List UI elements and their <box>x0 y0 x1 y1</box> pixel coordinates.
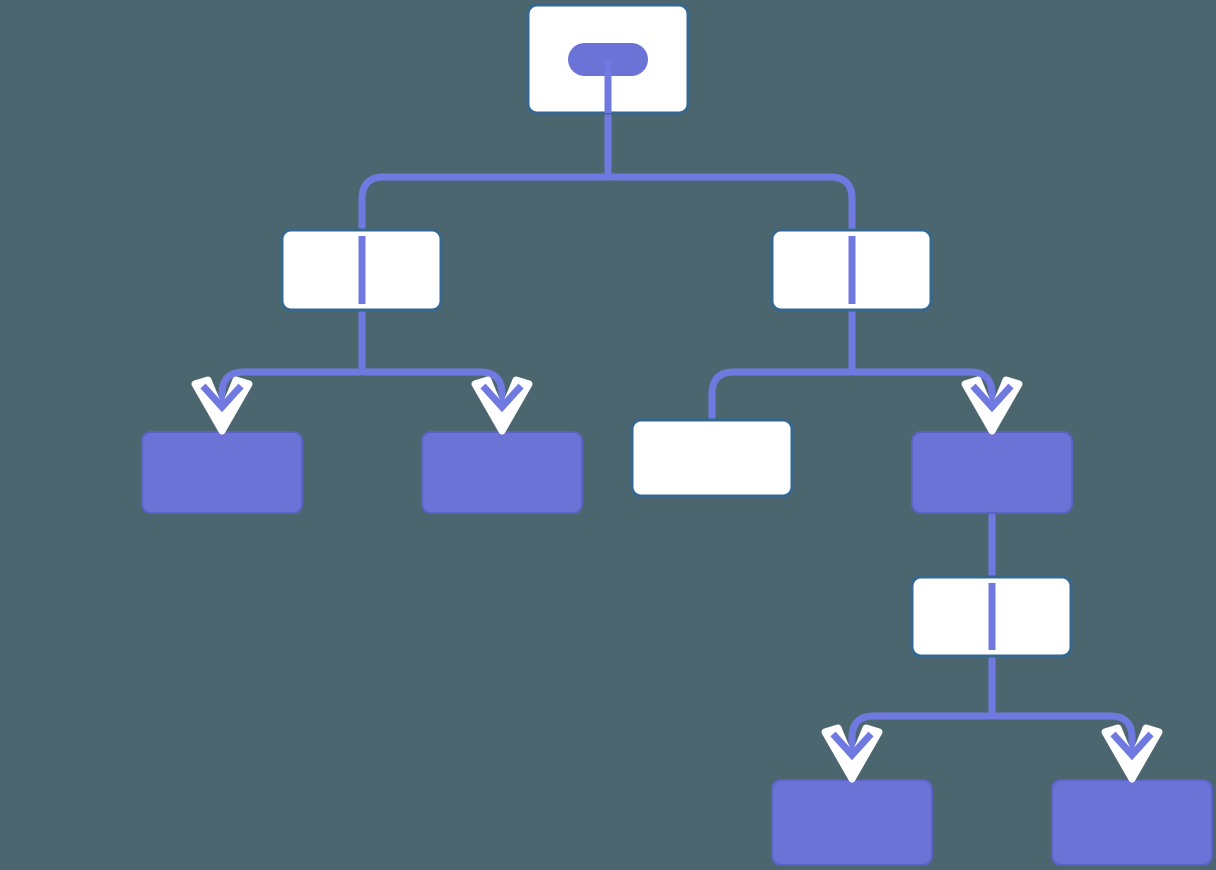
edge-level1-left-to-leaf-a-arrowhead <box>200 383 244 413</box>
edge-root-to-level1-left[interactable] <box>358 113 612 230</box>
edge-level1-left-to-leaf-b-arrowhead <box>480 383 524 413</box>
internal-lines-layer <box>358 60 996 650</box>
level2-white-node-body[interactable] <box>630 418 794 498</box>
edge-level3-to-leaf-d[interactable] <box>988 656 1136 780</box>
level2-purple-branch-node-body[interactable] <box>911 431 1073 514</box>
root-node-pill-shape <box>568 43 648 76</box>
leaf-node-c-body[interactable] <box>771 779 933 866</box>
leaf-node-b[interactable] <box>421 431 583 514</box>
edge-level1-right-to-purple[interactable] <box>848 310 996 432</box>
level2-purple-branch-node[interactable] <box>911 431 1073 514</box>
edge-level3-to-leaf-c[interactable] <box>848 656 996 780</box>
level2-white-node[interactable] <box>630 418 794 498</box>
leaf-node-b-body[interactable] <box>421 431 583 514</box>
edge-level3-to-leaf-c-arrowhead <box>830 731 874 761</box>
arrowheads-layer <box>200 383 1154 761</box>
edge-level1-right-to-purple-arrowhead <box>970 383 1014 413</box>
leaf-node-d[interactable] <box>1051 779 1213 866</box>
leaf-node-a-body[interactable] <box>141 431 303 514</box>
edges-layer <box>218 113 1136 780</box>
edge-level1-left-to-leaf-a[interactable] <box>218 310 366 432</box>
edge-root-to-level1-right[interactable] <box>604 113 856 230</box>
edge-level3-to-leaf-d-arrowhead <box>1110 731 1154 761</box>
edge-level1-right-to-white[interactable] <box>708 310 856 420</box>
nodes-layer <box>141 3 1213 866</box>
root-node[interactable] <box>526 3 690 115</box>
edge-level1-left-to-leaf-b[interactable] <box>358 310 506 432</box>
leaf-node-a[interactable] <box>141 431 303 514</box>
leaf-node-d-body[interactable] <box>1051 779 1213 866</box>
leaf-node-c[interactable] <box>771 779 933 866</box>
